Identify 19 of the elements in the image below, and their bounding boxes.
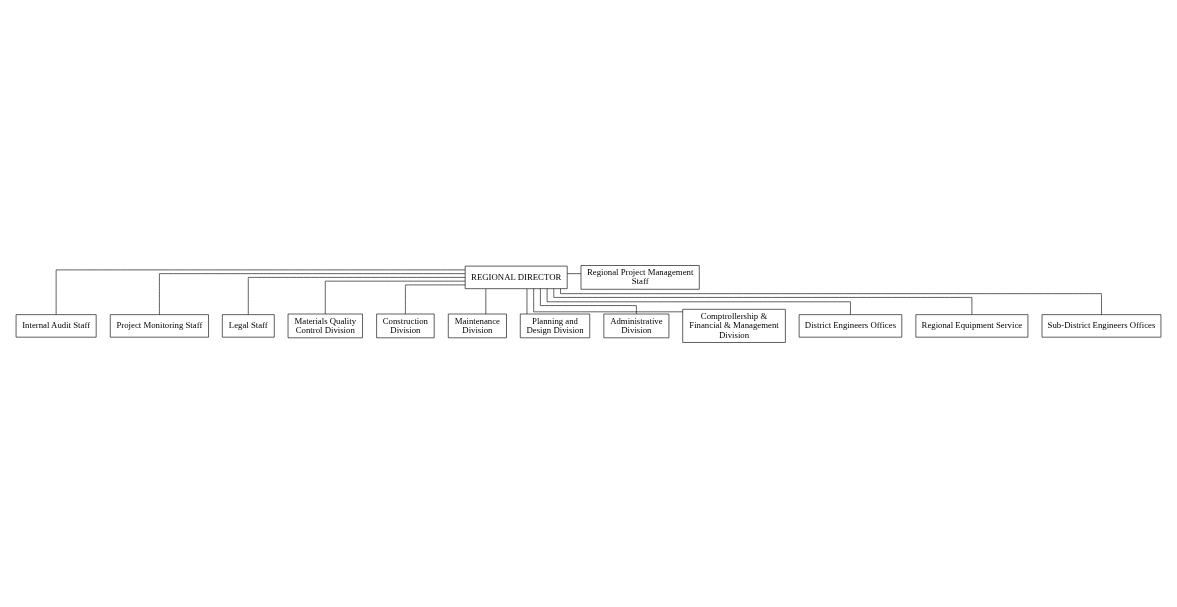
node-box: District Engineers Offices <box>798 313 903 337</box>
node-box: Planning and Design Division <box>519 313 591 338</box>
node-box: Maintenance Division <box>447 313 507 338</box>
node-box: Construction Division <box>376 313 435 338</box>
node-box: Legal Staff <box>222 313 275 337</box>
node-box: Materials Quality Control Division <box>287 313 363 338</box>
connector <box>540 287 637 314</box>
node-box: Project Monitoring Staff <box>109 313 209 337</box>
node-box: REGIONAL DIRECTOR <box>464 265 568 289</box>
node-box: Regional Project Management Staff <box>580 264 700 290</box>
connector <box>533 287 683 312</box>
node-box: Regional Equipment Service <box>915 313 1029 337</box>
node-box: Internal Audit Staff <box>15 313 97 337</box>
node-box: Comptrollership & Financial & Management Division <box>682 308 786 343</box>
node-box: Administrative Division <box>603 313 670 338</box>
connector <box>159 272 466 315</box>
connector <box>560 287 1102 315</box>
node-box: Sub-District Engineers Offices <box>1041 313 1162 337</box>
connector <box>546 287 851 315</box>
